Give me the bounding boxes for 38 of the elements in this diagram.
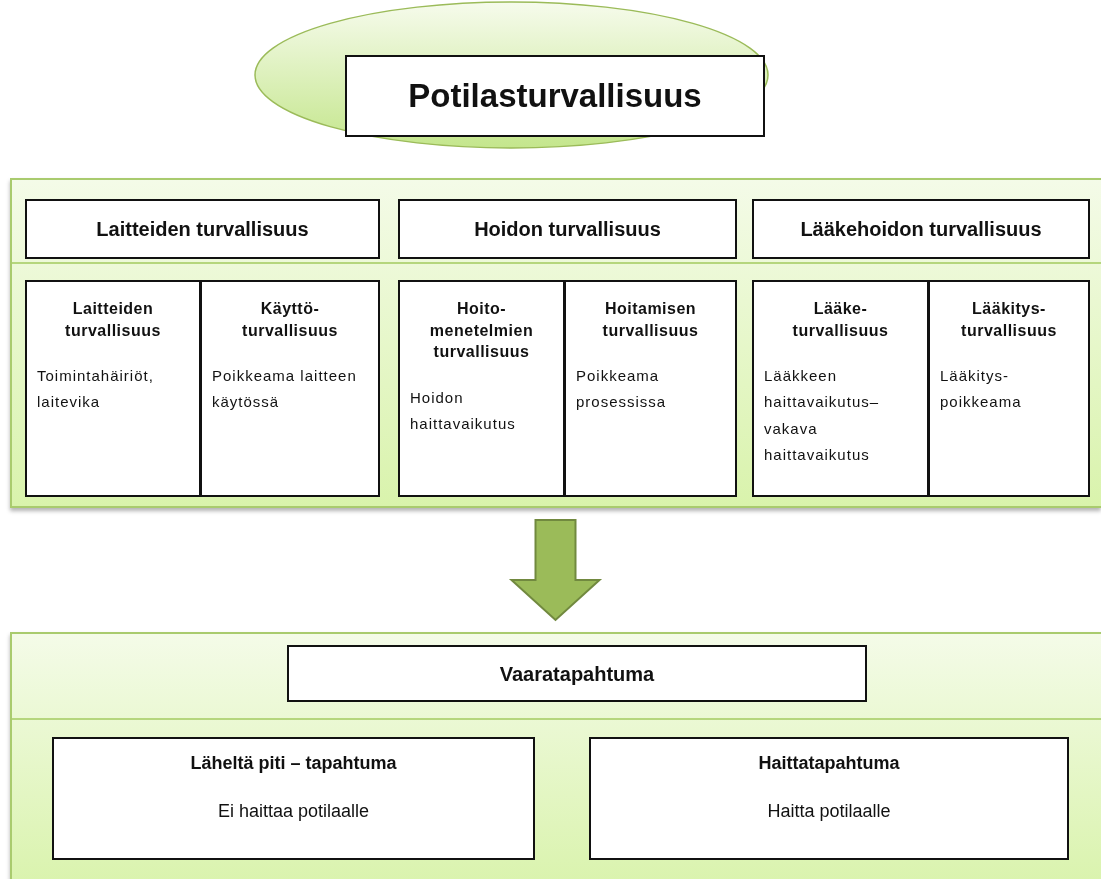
category-box <box>25 199 380 259</box>
description-text: Lääkitys- poikkeama <box>940 366 1023 413</box>
description-text: Poikkeama laitteen käytössä <box>212 366 358 413</box>
heading-text: Lääke- turvallisuus <box>791 299 890 341</box>
title-box <box>345 55 765 137</box>
heading-text: Käyttö- turvallisuus <box>241 299 339 341</box>
heading-text: Haittatapahtuma <box>758 753 900 775</box>
heading-text: Potilasturvallisuus <box>408 76 702 116</box>
description-text: Toimintahäiriöt, laitevika <box>37 366 155 413</box>
down-arrow <box>508 519 603 622</box>
subcategory-box <box>928 280 1090 497</box>
subcategory-box <box>564 280 737 497</box>
description-text: Haitta potilaalle <box>767 800 891 823</box>
heading-text: Lääkehoidon turvallisuus <box>800 217 1042 241</box>
heading-text: Laitteiden turvallisuus <box>96 217 309 241</box>
event-box <box>52 737 535 860</box>
description-text: Hoidon haittavaikutus <box>410 387 517 435</box>
description-text: Poikkeama prosessissa <box>576 366 668 413</box>
panel-background <box>10 632 1101 879</box>
subcategory-box <box>200 280 380 497</box>
subcategory-box <box>25 280 201 497</box>
event-box <box>589 737 1069 860</box>
heading-text: Lääkitys- turvallisuus <box>960 299 1058 341</box>
subcategory-box <box>398 280 565 497</box>
heading-text: Hoidon turvallisuus <box>474 217 661 241</box>
heading-text: Hoitamisen turvallisuus <box>601 299 700 341</box>
description-text: Lääkkeen haittavaikutus– vakava haittavaikutus <box>764 366 881 465</box>
heading-text: Hoito- menetelmien turvallisuus <box>428 299 535 363</box>
category-box <box>398 199 737 259</box>
heading-text: Laitteiden turvallisuus <box>64 299 162 341</box>
heading-text: Vaaratapahtuma <box>499 661 655 686</box>
description-text: Ei haittaa potilaalle <box>217 800 370 823</box>
subcategory-box <box>752 280 929 497</box>
heading-text: Läheltä piti – tapahtuma <box>190 753 397 775</box>
panel-background <box>10 178 1101 508</box>
heading-box <box>287 645 867 702</box>
ellipse-shape <box>253 0 770 150</box>
category-box <box>752 199 1090 259</box>
